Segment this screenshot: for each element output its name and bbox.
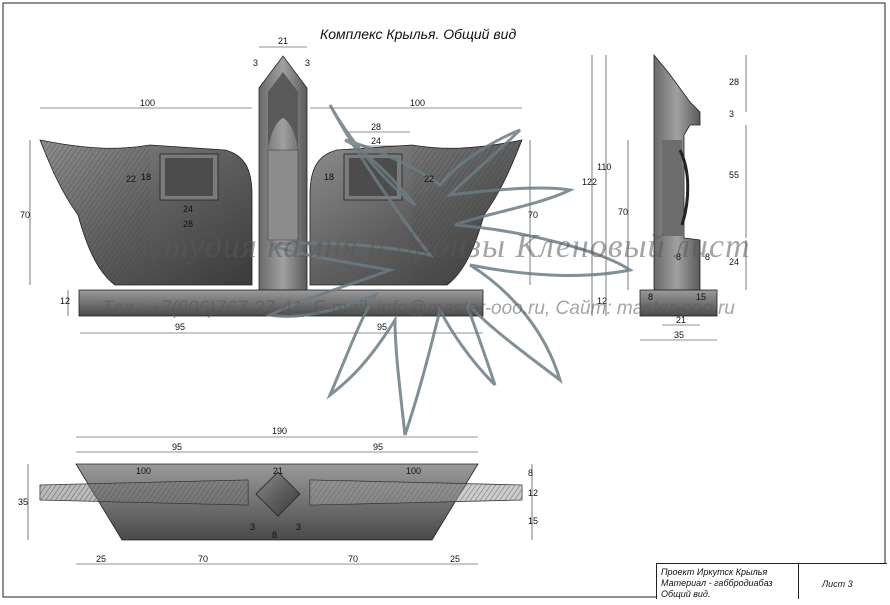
top-dim-left-wing: 100 [136,466,151,476]
side-base [639,289,718,317]
front-dim-left-frame-height: 22 [126,174,136,184]
front-dim-total-height: 122 [582,177,597,187]
top-dim-right-half: 95 [373,442,383,452]
top-stele [255,471,301,517]
front-base-plinth [78,289,484,317]
front-dim-frame-outer: 28 [371,122,381,132]
top-dim-gap-left: 3 [250,522,255,532]
side-dim-step: 3 [729,109,734,119]
material: Материал - габбродиабаз [661,578,773,588]
front-dim-right-recess-height: 18 [324,172,334,182]
top-view [39,463,523,541]
side-dim-lower-height: 24 [729,257,739,267]
top-dim-left-inner: 70 [198,554,208,564]
front-dim-left-recess-width: 24 [183,204,193,214]
top-dim-right-margin: 25 [450,554,460,564]
front-dim-base-height: 12 [60,296,70,306]
side-view [639,53,718,317]
side-dim-total-depth: 35 [674,330,684,340]
sheet-frame [2,2,886,598]
front-dim-right-height: 70 [528,210,538,220]
project-name: Проект Иркутск Крылья [661,567,768,577]
front-dim-right-base-width: 95 [377,322,387,332]
drawing-title: Комплекс Крылья. Общий вид [320,26,517,42]
watermark-contacts: Тел.: +7(906)767-27-41, E-mail: info@mas… [102,298,735,319]
side-dim-top: 28 [729,77,739,87]
side-recess [662,140,684,236]
top-dim-gap-right: 3 [296,522,301,532]
front-dim-left-gap: 3 [253,58,258,68]
side-dim-inner-a: 8 [676,252,681,262]
watermark-studio-name: Студия камня и бронзы Кленовый лист [140,228,751,265]
stele-arch-carving [268,72,298,150]
front-dim-stele-width: 21 [278,36,288,46]
front-dim-left-frame-width: 28 [183,219,193,229]
stele-panel [267,149,299,241]
top-dim-depth-b: 12 [528,488,538,498]
front-dim-stele-height: 110 [597,162,611,172]
top-dim-left-margin: 25 [96,554,106,564]
dimension-lines [27,46,747,565]
side-dim-wing-height: 70 [618,207,628,217]
front-dim-left-recess-height: 18 [141,172,151,182]
top-dim-right-inner: 70 [348,554,358,564]
right-wing-texture [412,140,522,285]
side-dim-base-step: 8 [648,292,653,302]
top-dim-depth-c: 15 [528,516,538,526]
front-dim-left-base-width: 95 [175,322,185,332]
side-dim-recess-height: 55 [729,170,739,180]
front-dim-right-wing-width: 100 [410,98,425,108]
title-block-info: Проект Иркутск Крылья Материал - габброд… [661,567,801,600]
side-dim-stele-depth: 21 [676,315,686,325]
side-dim-base-height: 12 [597,296,607,306]
top-dim-depth-a: 8 [528,468,533,478]
top-dim-left-half: 95 [172,442,182,452]
front-dim-frame-inner: 24 [371,136,381,146]
maple-leaf-watermark [265,104,634,436]
front-dim-right-gap: 3 [305,58,310,68]
front-dim-left-height: 70 [20,210,30,220]
title-block: Проект Иркутск Крылья Материал - габброд… [656,563,887,599]
side-carving [678,149,690,226]
front-view [39,55,523,317]
left-photo-recess [165,158,213,196]
front-dim-left-wing-width: 100 [140,98,155,108]
view-name: Общий вид. [661,589,711,599]
sheet-number: Лист 3 [822,579,853,589]
top-dim-stele: 21 [273,466,283,476]
top-dim-right-wing: 100 [406,466,421,476]
front-dim-right-frame-height: 22 [424,174,434,184]
side-dim-base-depth: 15 [696,292,706,302]
top-dim-total-width: 190 [272,426,287,436]
title-block-divider [798,564,799,599]
side-dim-inner-b: 8 [705,252,710,262]
top-dim-total-depth: 35 [18,497,28,507]
top-dim-stele-offset: 8 [272,530,277,540]
left-wing-texture [40,140,150,285]
